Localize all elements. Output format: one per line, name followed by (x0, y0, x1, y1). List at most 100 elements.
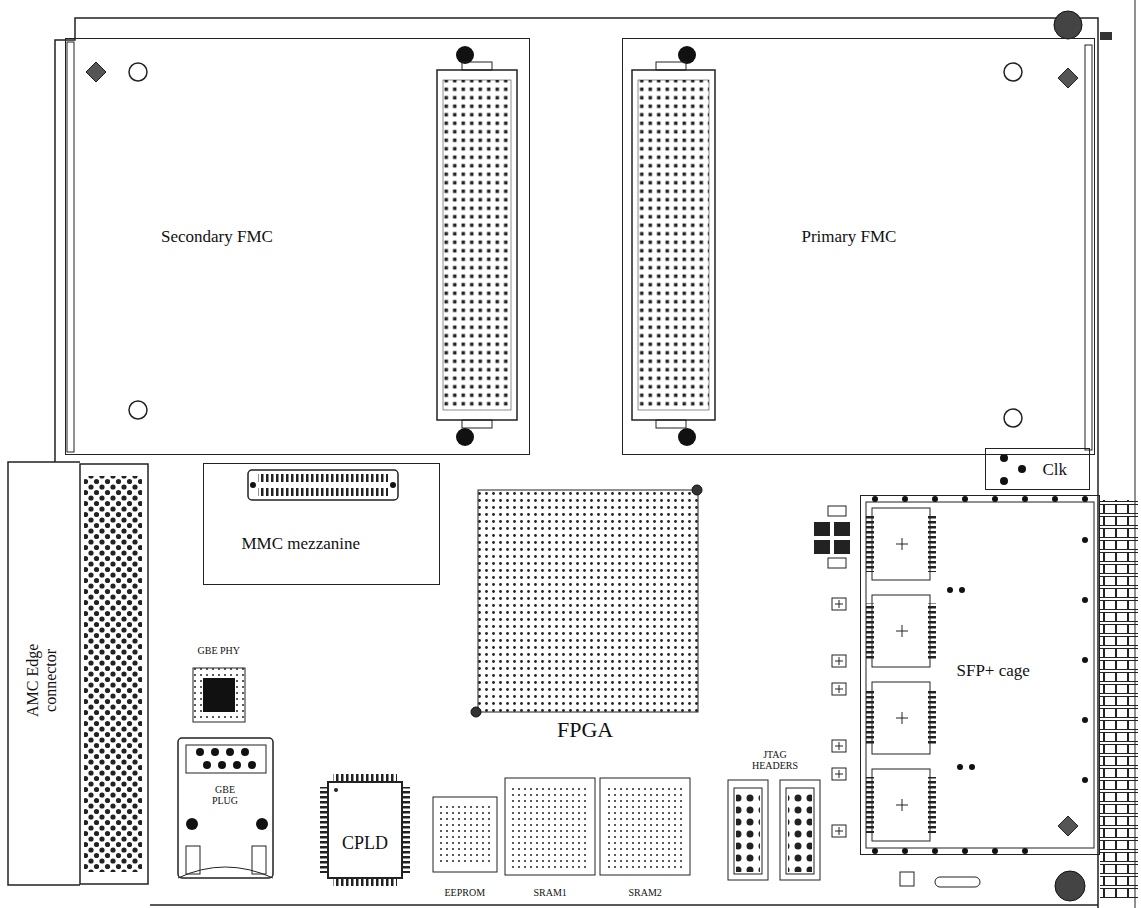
smd-part (1100, 32, 1112, 40)
rj45-pin-row (186, 745, 266, 773)
cage-peg (1022, 848, 1028, 854)
board-edge (150, 904, 1098, 906)
sfp-mark (896, 538, 908, 550)
mmc-post (390, 482, 396, 488)
test-point-mark (835, 742, 843, 750)
part-label: AMC Edge connector (24, 632, 61, 727)
part-label: FPGA (557, 717, 613, 742)
jtag-pins (788, 790, 812, 872)
sfp-pins (928, 603, 936, 659)
sram-chip (600, 778, 690, 875)
test-point-mark (835, 657, 843, 665)
fmc-hole (129, 63, 147, 81)
mmc-pins (258, 474, 388, 482)
cage-peg (992, 848, 998, 854)
sfp-pins (866, 516, 874, 572)
mount-hole (1054, 11, 1082, 39)
sfp-pins (928, 516, 936, 572)
rj45-jack (178, 738, 273, 878)
cage-peg (1082, 597, 1088, 603)
cage-peg (1082, 496, 1088, 502)
rj45-pin (233, 761, 241, 769)
fmc-hole (456, 428, 474, 446)
rj45-peg (256, 818, 268, 830)
cage-peg (1082, 777, 1088, 783)
header-group: JTAG HEADERS (724, 742, 826, 882)
pin1-mark (334, 788, 338, 792)
sfp-port (872, 595, 930, 667)
smd-part (834, 540, 850, 554)
cage-peg (962, 848, 968, 854)
fmc-slot: Secondary FMC (65, 38, 530, 455)
cage-peg (1082, 657, 1088, 663)
part-label: MMC mezzanine (242, 534, 361, 554)
fmc-edge (1085, 45, 1092, 450)
fmc-hole (1004, 409, 1022, 427)
rj45-pin (211, 748, 219, 756)
fpga-chip: FPGA (470, 485, 710, 747)
smd-part (834, 522, 850, 536)
cage-peg (1082, 537, 1088, 543)
rj45-latch (178, 867, 273, 878)
cage-peg (1082, 717, 1088, 723)
rj45-pin (218, 761, 226, 769)
mmc-pins (258, 488, 388, 496)
cage-peg (872, 496, 878, 502)
smd-part (814, 540, 830, 554)
cage-peg (872, 848, 878, 854)
mmc-connector (248, 470, 398, 500)
jtag-header (728, 780, 768, 880)
mezzanine-box: MMC mezzanine (203, 463, 440, 585)
cage-peg (947, 587, 953, 593)
fmc-pins (638, 80, 709, 410)
cpld-pins (333, 774, 397, 782)
part-label: GBE PLUG (205, 784, 245, 807)
fmc-latch (656, 62, 686, 70)
eeprom-chip: EEPROM (430, 795, 500, 903)
clock-box: Clk (985, 448, 1090, 490)
sfp-pins (866, 603, 874, 659)
test-point-mark (835, 685, 843, 693)
part-label: SRAM2 (629, 887, 662, 899)
fmc-hole (678, 46, 696, 64)
cage-peg (1052, 496, 1058, 502)
cpld-pins (402, 787, 410, 873)
cage-peg (932, 496, 938, 502)
part-label: GBE PHY (198, 645, 241, 657)
ethernet-jack: GBE PLUG (172, 735, 278, 883)
rj45-led (186, 846, 200, 874)
test-point (832, 655, 846, 667)
cage-pegs (872, 496, 1088, 854)
smd-part (814, 522, 830, 536)
sram-chip (505, 778, 595, 875)
test-point (832, 825, 846, 837)
slot (935, 877, 980, 887)
fmc-pins (443, 80, 511, 410)
test-point (832, 598, 846, 610)
sfp-standoff (1058, 816, 1078, 836)
sfp-cage: SFP+ cage (860, 495, 1100, 855)
fpga-fiducial (471, 707, 481, 717)
sfp-pins (866, 777, 874, 833)
part-label: Secondary FMC (161, 227, 273, 247)
jtag-header (780, 780, 820, 880)
sfp-pins (866, 690, 874, 746)
test-point-mark (835, 600, 843, 608)
rj45-peg (186, 818, 198, 830)
eeprom-balls (440, 805, 490, 865)
clock-pad (1000, 454, 1008, 462)
amc-outline (8, 462, 80, 885)
fmc-hole (129, 401, 147, 419)
cage-peg (969, 764, 975, 770)
jtag-shroud (734, 788, 762, 874)
part-label: Primary FMC (802, 227, 897, 247)
part-label: JTAG HEADERS (745, 749, 805, 772)
sfp-mark (896, 799, 908, 811)
part-label: EEPROM (445, 887, 486, 899)
fpga-bga (478, 490, 698, 712)
amc-contacts (84, 476, 142, 872)
test-point-mark (835, 770, 843, 778)
sfp-ports (866, 508, 936, 841)
